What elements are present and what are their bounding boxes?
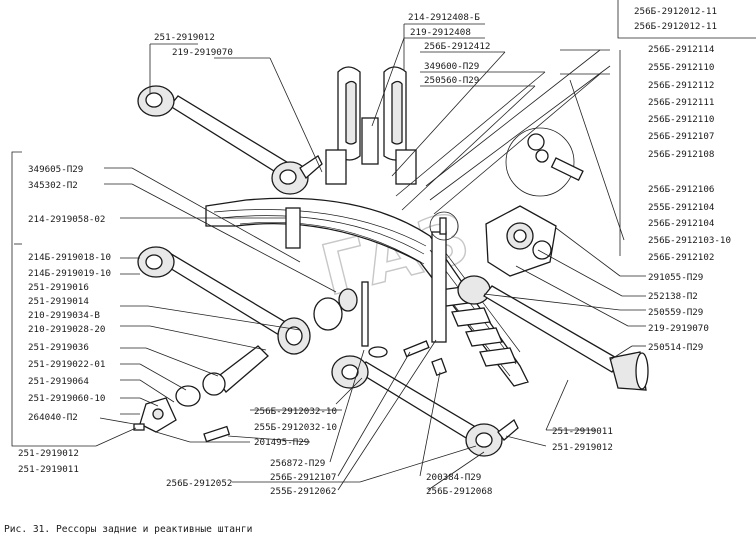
part-label: 256Б-2912068 — [426, 486, 492, 497]
part-label: 214Б-2919019-10 — [28, 268, 111, 279]
part-label: 251-2919060-10 — [28, 393, 105, 404]
part-label: 256Б-2912104 — [648, 218, 715, 229]
part-label: 201495-П29 — [254, 437, 309, 448]
part-label: 250560-П29 — [424, 75, 479, 86]
part-label: 251-2919012 — [552, 442, 613, 453]
part-label: 256Б-2912107 — [270, 472, 336, 483]
figure-caption: Рис. 31. Рессоры задние и реактивные шта… — [4, 524, 252, 535]
part-label: 210-2919034-В — [28, 310, 100, 321]
parts-drawing — [133, 66, 649, 457]
part-label: 256872-П29 — [270, 458, 325, 469]
small-hardware — [368, 340, 448, 376]
part-label: 256Б-2912111 — [648, 97, 714, 108]
center-bolt-inset — [429, 211, 459, 241]
part-label: 214-2912408-Б — [408, 12, 480, 23]
right-lower-reaction-rod — [483, 285, 649, 391]
part-label: 256Б-2912052 — [166, 478, 232, 489]
part-label: 255Б-2912032-10 — [254, 422, 337, 433]
part-label: 256Б-2912107 — [648, 131, 714, 142]
lower-center-reaction-rod — [331, 355, 519, 457]
spring-bracket-right — [457, 205, 557, 305]
part-label: 252138-П2 — [648, 291, 698, 302]
part-label: 255Б-2912104 — [648, 202, 715, 213]
part-label: 256Б-2912106 — [648, 184, 714, 195]
part-label: 256Б-2912412 — [424, 41, 490, 52]
part-label: 200384-П29 — [426, 472, 481, 483]
part-label: 251-2919036 — [28, 342, 89, 353]
part-label: 264040-П2 — [28, 412, 78, 423]
part-label: 291055-П29 — [648, 272, 703, 283]
part-label: 251-2919016 — [28, 282, 89, 293]
part-label: 219-2919070 — [172, 47, 233, 58]
part-label: 256Б-2912032-10 — [254, 406, 337, 417]
left-middle-reaction-rod — [137, 246, 311, 355]
part-label: 214-2919058-02 — [28, 214, 105, 225]
part-label: 256Б-2912102 — [648, 252, 714, 263]
part-label: 255Б-2912110 — [648, 62, 714, 73]
part-label: 250559-П29 — [648, 307, 703, 318]
bolt-nut-assembly — [505, 127, 584, 197]
part-label: 250514-П29 — [648, 342, 703, 353]
part-label: 256Б-2912112 — [648, 80, 714, 91]
part-label: 251-2919022-01 — [28, 359, 105, 370]
upper-left-reaction-rod — [137, 85, 323, 195]
spring-shackles — [325, 66, 417, 185]
part-label: 214Б-2919018-10 — [28, 252, 111, 263]
part-label: 255Б-2912062 — [270, 486, 336, 497]
part-label: 256Б-2912103-10 — [648, 235, 731, 246]
part-label: 256Б-2912110 — [648, 114, 714, 125]
part-label: 251-2919011 — [18, 464, 79, 475]
part-label: 256Б-2912114 — [648, 44, 715, 55]
part-label: 349605-П29 — [28, 164, 83, 175]
part-label: 251-2919012 — [154, 32, 215, 43]
part-label: 251-2919012 — [18, 448, 79, 459]
part-label: 256Б-2912012-11 — [634, 21, 717, 32]
part-label: 210-2919028-20 — [28, 324, 105, 335]
part-label: 256Б-2912012-11 — [634, 6, 717, 17]
part-label: 349600-П29 — [424, 61, 479, 72]
part-label: 251-2919014 — [28, 296, 89, 307]
ball-joint-parts — [133, 281, 369, 443]
part-labels: 251-2919012 219-2919070 214-2912408-Б 21… — [18, 6, 731, 497]
part-label: 345302-П2 — [28, 180, 78, 191]
leader-lines — [11, 0, 756, 491]
part-label: 219-2919070 — [648, 323, 709, 334]
part-label: 251-2919064 — [28, 376, 89, 387]
part-label: 251-2919011 — [552, 426, 613, 437]
part-label: 219-2912408 — [410, 27, 471, 38]
part-label: 256Б-2912108 — [648, 149, 714, 160]
